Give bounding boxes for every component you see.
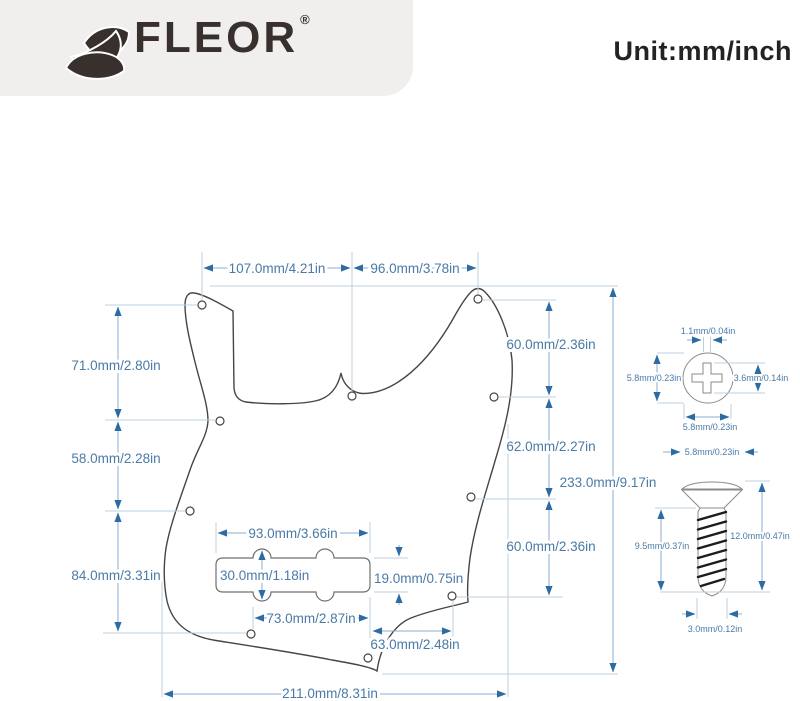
screw-thread-length-label: 9.5mm/0.37in [635, 541, 690, 551]
screw-cross-size-label: 3.6mm/0.14in [734, 373, 789, 383]
screw-side-head-width-label: 5.8mm/0.23in [685, 447, 740, 457]
dim-lower-span-label: 63.0mm/2.48in [370, 637, 459, 652]
pickguard-drawing [163, 287, 513, 673]
registered-mark: ® [300, 12, 310, 27]
screw-side-view: 5.8mm/0.23in 9.5mm/0.37in 12.0mm/0.47in … [633, 445, 792, 636]
screw-hole [473, 294, 483, 304]
dim-left-middle-label: 58.0mm/2.28in [71, 451, 160, 466]
screw-head-top-view: 1.1mm/0.04in 5.8mm/0.23in 3.6mm/0.14in 5… [625, 324, 791, 434]
dimension-lines [114, 264, 617, 698]
screw-head-width-label: 5.8mm/0.23in [683, 422, 738, 432]
dim-overall-height-label: 233.0mm/9.17in [560, 475, 657, 490]
dimension-labels: 107.0mm/4.21in 96.0mm/3.78in 71.0mm/2.80… [68, 258, 659, 701]
screw-hole [347, 391, 357, 401]
screw-hole [215, 416, 225, 426]
screw-hole [466, 492, 476, 502]
dim-left-upper-label: 71.0mm/2.80in [71, 358, 160, 373]
dim-left-lower-label: 84.0mm/3.31in [71, 568, 160, 583]
screw-head-side [680, 481, 744, 490]
dim-right-lower-label: 60.0mm/2.36in [506, 539, 595, 554]
unit-label: Unit:mm/inch [613, 36, 792, 66]
screw-hole [246, 629, 256, 639]
screw-hole [447, 591, 457, 601]
dim-pickup-slot-label: 19.0mm/0.75in [374, 571, 463, 586]
dim-top-right-label: 96.0mm/3.78in [370, 261, 459, 276]
screw-hole [197, 300, 207, 310]
leaf-logo-icon [64, 26, 130, 80]
screw-hole [363, 653, 373, 663]
dim-top-left-label: 107.0mm/4.21in [229, 261, 326, 276]
dim-pickup-height-label: 30.0mm/1.18in [220, 568, 309, 583]
screw-hole [489, 392, 499, 402]
screw-diameter-label: 3.0mm/0.12in [688, 624, 743, 634]
dim-pickup-width-label: 93.0mm/3.66in [248, 526, 337, 541]
brand-wordmark: FLEOR [134, 13, 299, 62]
screw-threads [696, 510, 728, 588]
phillips-cross [691, 362, 723, 394]
dim-overall-width-label: 211.0mm/8.31in [282, 686, 378, 701]
brand-card: FLEOR ® [0, 0, 413, 96]
screw-slot-width-label: 1.1mm/0.04in [681, 326, 736, 336]
screw-hole [185, 506, 195, 516]
screw-head-height-label: 5.8mm/0.23in [627, 373, 682, 383]
dim-pickup-span-label: 73.0mm/2.87in [266, 611, 355, 626]
pickup-cutout [215, 548, 371, 602]
extension-lines [103, 252, 618, 697]
dim-right-middle-label: 62.0mm/2.27in [506, 439, 595, 454]
screw-head-taper [680, 489, 744, 509]
dim-right-upper-label: 60.0mm/2.36in [506, 337, 595, 352]
screw-total-length-label: 12.0mm/0.47in [730, 531, 790, 541]
